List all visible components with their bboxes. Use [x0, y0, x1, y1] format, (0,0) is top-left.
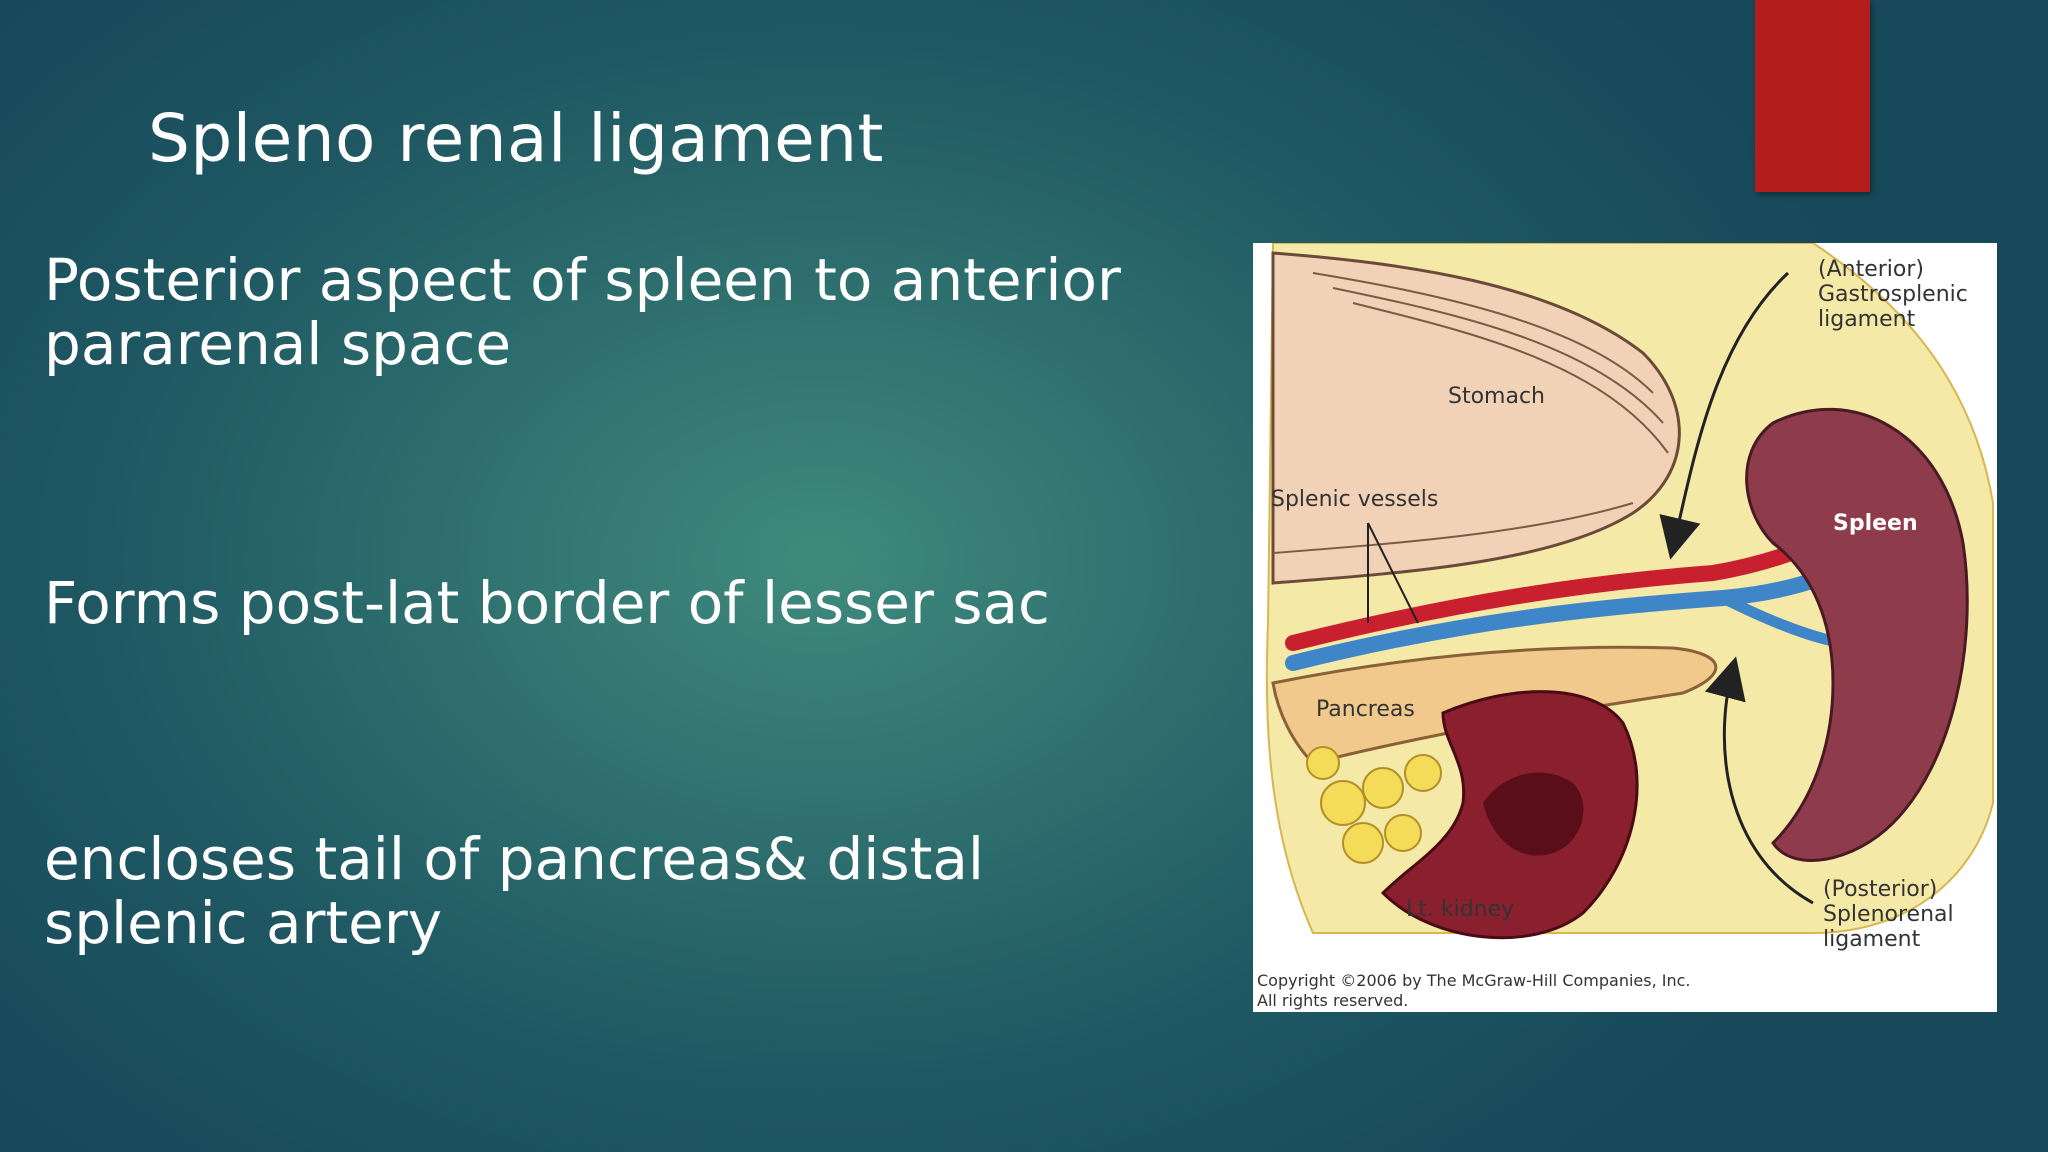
label-posterior: (Posterior) — [1823, 877, 1937, 902]
label-ligament-anterior: ligament — [1818, 307, 1916, 332]
posterior-ligament-arrow — [1704, 656, 1814, 905]
kidney-hilum — [1483, 772, 1584, 856]
anterior-ligament-arrow — [1659, 271, 1790, 560]
spleen-anatomy-illustration: (Anterior) Gastrosplenic ligament Stomac… — [1257, 243, 1994, 1010]
label-gastrosplenic: Gastrosplenic — [1818, 282, 1968, 307]
bullet-lesser-sac: Forms post-lat border of lesser sac — [44, 571, 1050, 635]
accent-tab — [1755, 0, 1870, 192]
fat-lobules — [1306, 746, 1442, 864]
copyright-line-2: All rights reserved. — [1257, 991, 1408, 1010]
label-pancreas: Pancreas — [1316, 697, 1415, 722]
stomach-rugae — [1312, 272, 1669, 454]
spleen — [1745, 407, 1969, 862]
splenic-vessels-pointer — [1367, 522, 1419, 624]
label-spleen: Spleen — [1833, 511, 1918, 536]
bullet-line: Forms post-lat border of lesser sac — [44, 569, 1050, 637]
label-kidney: Lt. kidney — [1406, 897, 1514, 922]
label-ligament-posterior: ligament — [1823, 927, 1921, 952]
bullet-posterior-aspect: Posterior aspect of spleen to anterior p… — [44, 248, 1121, 376]
copyright-line-1: Copyright ©2006 by The McGraw-Hill Compa… — [1257, 971, 1691, 990]
bullet-encloses-tail: encloses tail of pancreas& distal spleni… — [44, 827, 984, 955]
slide-title: Spleno renal ligament — [148, 100, 884, 177]
label-splenic-vessels: Splenic vessels — [1271, 487, 1438, 512]
stomach — [1271, 251, 1681, 585]
label-splenorenal: Splenorenal — [1823, 902, 1954, 927]
label-stomach: Stomach — [1448, 384, 1545, 409]
bullet-line: pararenal space — [44, 310, 512, 378]
anatomy-figure: (Anterior) Gastrosplenic ligament Stomac… — [1253, 243, 1997, 1012]
label-anterior: (Anterior) — [1818, 257, 1924, 282]
bullet-line: splenic artery — [44, 889, 443, 957]
stomach-wall — [1272, 502, 1634, 554]
bullet-line: Posterior aspect of spleen to anterior — [44, 246, 1121, 314]
bullet-line: encloses tail of pancreas& distal — [44, 825, 985, 893]
